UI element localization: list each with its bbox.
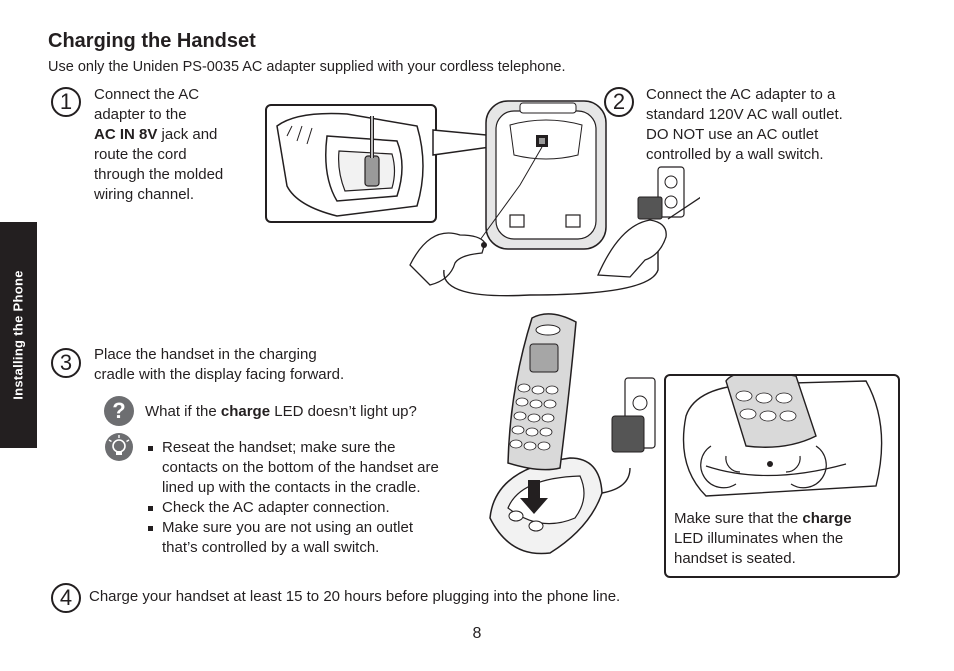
step-2-text: Connect the AC adapter to a standard 120… (646, 85, 843, 165)
jack-label: AC IN 8V (94, 126, 158, 143)
answer-line: lined up with the contacts in the cradle… (162, 479, 421, 496)
lightbulb-icon (104, 432, 134, 462)
step-2-line: DO NOT use an AC outlet (646, 126, 819, 143)
answer-item: Check the AC adapter connection. (147, 498, 439, 518)
step-1-line: adapter to the (94, 106, 187, 123)
step-3-number: 3 (51, 348, 81, 378)
step-2-number: 2 (604, 87, 634, 117)
answer-line: Reseat the handset; make sure the (162, 439, 396, 456)
answer-line: that’s controlled by a wall switch. (162, 539, 380, 556)
led-callout-pre: Make sure that the (674, 510, 803, 527)
jack-closeup-illustration (265, 104, 437, 223)
step-1-line-tail: jack and (157, 126, 218, 143)
question-pre: What if the (145, 403, 221, 420)
step-1-line: through the molded (94, 166, 224, 183)
page-number: 8 (472, 625, 482, 642)
step-3-text: Place the handset in the charging cradle… (94, 345, 344, 385)
handset-cradle-illustration (480, 308, 660, 570)
step-1-line: wiring channel. (94, 186, 195, 203)
base-back-illustration (400, 95, 700, 300)
step-2-line: controlled by a wall switch. (646, 146, 824, 163)
led-callout-bold: charge (802, 510, 852, 527)
step-1-text: Connect the AC adapter to the AC IN 8V j… (94, 85, 223, 205)
page-subtitle: Use only the Uniden PS-0035 AC adapter s… (48, 59, 566, 75)
answer-line: contacts on the bottom of the handset ar… (162, 459, 439, 476)
step-1-line: AC IN 8V jack and (94, 125, 223, 145)
step-3-line: Place the handset in the charging (94, 346, 317, 363)
question-icon: ? (104, 396, 134, 426)
step-1-line: route the cord (94, 146, 187, 163)
question-post: LED doesn’t light up? (270, 403, 417, 420)
troubleshoot-answers: Reseat the handset; make sure the contac… (147, 438, 439, 558)
led-callout-line: handset is seated. (674, 550, 796, 567)
step-1-line: Connect the AC (94, 86, 200, 103)
step-3-line: cradle with the display facing forward. (94, 366, 345, 383)
answer-line: Check the AC adapter connection. (162, 499, 390, 516)
page-title: Charging the Handset (48, 30, 256, 52)
led-callout-line: LED illuminates when the (674, 530, 844, 547)
led-callout: Make sure that the charge LED illuminate… (664, 374, 900, 578)
led-callout-text: Make sure that the charge LED illuminate… (674, 509, 852, 569)
step-2-line: Connect the AC adapter to a (646, 86, 836, 103)
question-bold: charge (220, 403, 271, 420)
step-4-text: Charge your handset at least 15 to 20 ho… (89, 588, 621, 605)
step-1-number: 1 (51, 87, 81, 117)
answer-item: Make sure you are not using an outlet th… (147, 518, 439, 558)
answer-line: Make sure you are not using an outlet (162, 519, 413, 536)
troubleshoot-question: What if the charge LED doesn’t light up? (145, 402, 417, 422)
section-tab-label: Installing the Phone (10, 270, 26, 400)
answer-item: Reseat the handset; make sure the contac… (147, 438, 439, 498)
section-tab: Installing the Phone (0, 222, 37, 448)
led-callout-line: Make sure that the charge (674, 509, 852, 529)
led-closeup-illustration (682, 376, 883, 497)
step-4-number: 4 (51, 583, 81, 613)
step-2-line: standard 120V AC wall outlet. (646, 106, 843, 123)
